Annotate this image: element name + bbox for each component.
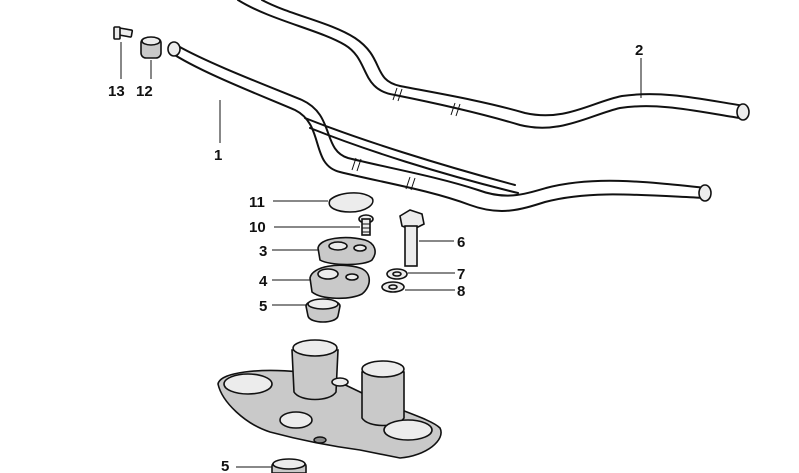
clamp-cover-part-11 xyxy=(328,192,374,213)
callout-5-upper: 5 xyxy=(259,298,267,315)
callout-2: 2 xyxy=(635,42,643,59)
end-cap-part-12 xyxy=(140,36,162,59)
callout-8: 8 xyxy=(457,283,465,300)
callout-6: 6 xyxy=(457,234,465,251)
handlebar-front xyxy=(167,41,712,212)
callout-10: 10 xyxy=(249,219,266,236)
fork-bridge xyxy=(217,339,442,459)
callout-13: 13 xyxy=(108,83,125,100)
upper-clamp-part-3 xyxy=(317,236,376,266)
lock-washer-part-7 xyxy=(386,268,408,280)
bolt-part-10 xyxy=(358,214,374,236)
callout-4: 4 xyxy=(259,273,268,290)
callout-11: 11 xyxy=(249,194,265,211)
screw-part-13 xyxy=(113,26,134,40)
callout-7: 7 xyxy=(457,266,465,283)
lower-clamp-part-4 xyxy=(309,264,371,300)
bolt-part-6 xyxy=(399,209,425,267)
rubber-bushing-part-5-lower xyxy=(271,458,307,473)
callout-12: 12 xyxy=(136,83,153,100)
washer-part-8 xyxy=(381,281,405,293)
callout-5-lower: 5 xyxy=(221,458,229,473)
callout-1: 1 xyxy=(214,147,222,164)
callout-3: 3 xyxy=(259,243,267,260)
rubber-bushing-part-5-upper xyxy=(305,298,341,323)
leader-lines xyxy=(120,42,642,468)
handlebar-rear xyxy=(237,0,750,129)
